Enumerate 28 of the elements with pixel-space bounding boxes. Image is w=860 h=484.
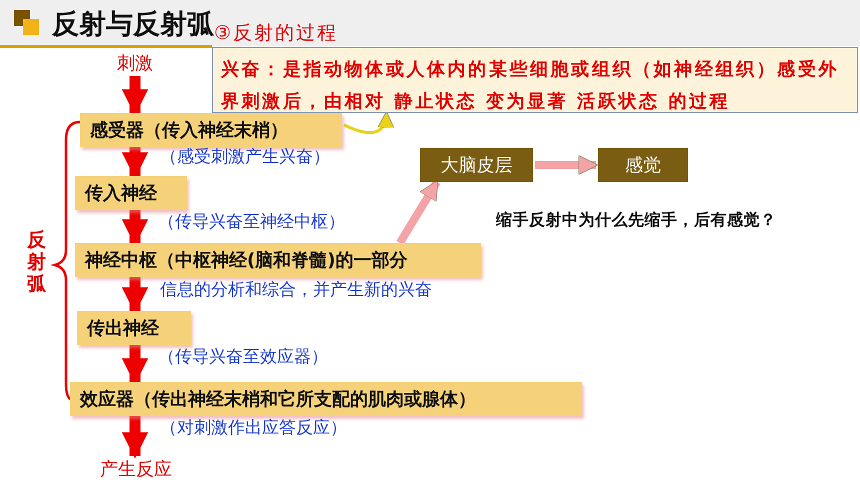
process-box: 大脑皮层 xyxy=(420,148,533,182)
arrow xyxy=(122,147,148,179)
arrow xyxy=(343,111,394,134)
edge-label: （感受刺激产生兴奋） xyxy=(160,146,330,168)
arrow xyxy=(396,180,440,246)
callout-box: 兴奋：是指动物体或人体内的某些细胞或组织（如神经组织）感受外界刺激后，由相对 静止状态 变为显著 活跃状态 的过程 xyxy=(212,47,858,113)
arrow xyxy=(122,210,148,246)
flow-text: 刺激 xyxy=(108,50,162,76)
process-box: 感觉 xyxy=(598,148,688,182)
title: 反射与反射弧 xyxy=(52,8,214,42)
arrow xyxy=(122,277,148,314)
arrow xyxy=(122,416,148,459)
process-box: 传入神经 xyxy=(75,176,187,210)
arrow xyxy=(122,345,148,385)
flow-text: 产生反应 xyxy=(88,456,184,482)
section-heading: ③反射的过程 xyxy=(214,21,338,46)
process-box: 传出神经 xyxy=(77,311,191,345)
edge-label: 信息的分析和综合，并产生新的兴奋 xyxy=(160,279,432,301)
arrow xyxy=(535,155,598,175)
edge-label: （对刺激作出应答反应） xyxy=(160,417,347,439)
arrow xyxy=(122,76,148,116)
process-box: 感受器（传入神经末梢） xyxy=(80,113,342,147)
process-box: 神经中枢（中枢神经(脑和脊髓)的一部分 xyxy=(75,243,481,277)
process-box: 效应器（传出神经末梢和它所支配的肌肉或腺体） xyxy=(70,382,582,416)
bracket-label: 反射弧 xyxy=(27,230,46,296)
edge-label: （传导兴奋至神经中枢） xyxy=(158,211,345,233)
edge-label: （传导兴奋至效应器） xyxy=(158,346,328,368)
question: 缩手反射中为什么先缩手，后有感觉？ xyxy=(496,210,776,231)
